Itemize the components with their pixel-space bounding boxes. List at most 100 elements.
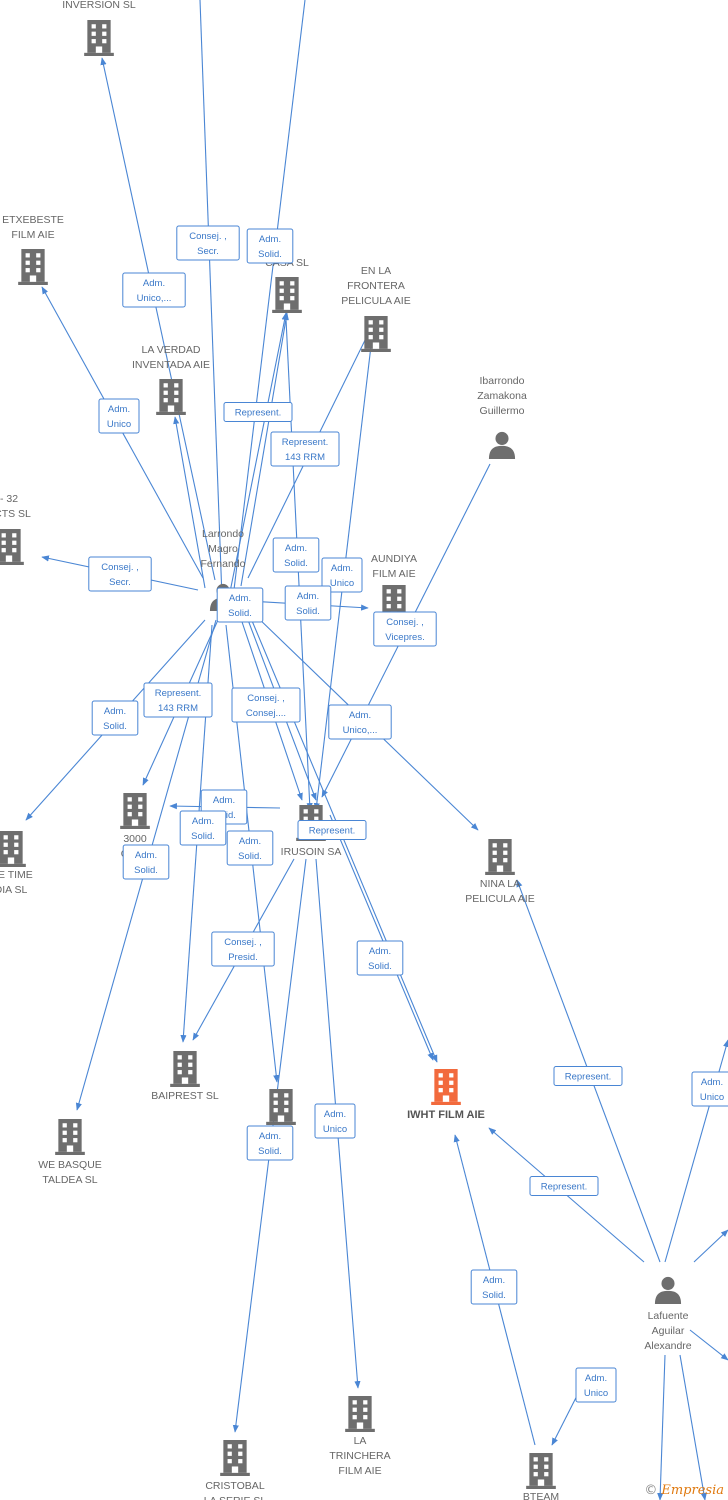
company-node[interactable]: BAIPREST SL [151,1051,219,1102]
relation-label[interactable]: Represent. [297,820,367,840]
node-label: Lafuente [648,1310,689,1322]
node-label: Guillermo [480,405,525,417]
relation-label[interactable]: Adm.Solid. [272,537,320,573]
node-label: INVERSION SL [62,0,136,11]
relation-label[interactable]: Adm.Unico [691,1071,728,1107]
relation-label-text: Solid. [482,1290,506,1301]
node-label: Aguilar [652,1325,685,1337]
relation-label[interactable]: Consej. ,Vicepres. [373,611,437,647]
node-label: ECTS SL [0,508,31,520]
building-icon [120,793,150,829]
copyright-icon: © [644,1483,658,1498]
relation-label-box [270,431,340,467]
relation-label[interactable]: Adm.Solid. [470,1269,518,1305]
relation-label-text: Consej. , [101,562,139,573]
relation-label-box [529,1176,599,1196]
company-node[interactable]: IRUSOIN SA [281,805,342,858]
relation-label[interactable]: Adm.Unico,... [328,704,392,740]
person-icon [654,1276,682,1304]
relation-label-text: Secr. [197,246,219,257]
relation-label-text: Adm. [239,836,261,847]
relation-label[interactable]: Adm.Solid. [91,700,139,736]
company-node[interactable]: INVERSION SL [62,0,136,56]
relation-label[interactable]: Adm.Solid. [246,228,294,264]
node-label: AUNDIYA [371,553,417,565]
relation-label-text: Unico [584,1388,608,1399]
building-icon [18,249,48,285]
relation-label-text: Adm. [104,706,126,717]
relation-label[interactable]: Adm.Solid. [216,587,264,623]
node-label: BAIPREST SL [151,1090,219,1102]
relation-label-box [91,700,139,736]
relation-label[interactable]: Represent. [223,402,293,422]
building-icon [55,1119,85,1155]
relation-label-text: Adm. [108,404,130,415]
relation-label[interactable]: Represent. [553,1066,623,1086]
node-label: EN LA [361,265,391,277]
relation-label[interactable]: Adm.Solid. [284,585,332,621]
relation-label[interactable]: Consej. ,Consej.... [231,687,301,723]
company-node[interactable]: AUNDIYA FILM AIE [371,553,417,621]
relation-label[interactable]: Adm.Solid. [246,1125,294,1161]
company-node[interactable]: BTEAM [523,1453,559,1500]
relation-label[interactable]: Adm.Solid. [179,810,227,846]
relation-label-box [575,1367,617,1403]
node-label: FILM AIE [372,568,415,580]
company-node[interactable]: CRISTOBALLA SERIE SL [204,1440,267,1500]
company-node[interactable]: - 32ECTS SL [0,493,31,565]
relation-label[interactable]: Adm.Unico [321,557,363,593]
building-icon [345,1396,375,1432]
company-node[interactable]: CASA SL [265,257,309,313]
relation-label-text: Represent. [309,826,355,837]
company-node[interactable]: IWHT FILM AIE [407,1069,485,1121]
relation-label[interactable]: Adm.Solid. [122,844,170,880]
company-node[interactable]: ME TIMEDIA SL [0,831,33,896]
relation-label[interactable]: Adm.Unico [98,398,140,434]
relation-label-text: Adm. [135,850,157,861]
relation-label[interactable]: Represent.143 RRM [143,682,213,718]
relation-label-box [143,682,213,718]
relation-label-box [122,272,186,308]
node-label: Zamakona [477,390,527,402]
relation-label[interactable]: Adm.Solid. [356,940,404,976]
relation-label[interactable]: Adm.Unico [575,1367,617,1403]
node-label: LA VERDAD [142,344,201,356]
relation-label-text: Solid. [368,961,392,972]
relation-label-box [328,704,392,740]
relation-label[interactable]: Adm.Unico [314,1103,356,1139]
node-label: LA [354,1435,367,1447]
node-label: CRISTOBAL [205,1480,264,1492]
relation-label-text: Unico,... [343,725,378,736]
node-label: PELICULA AIE [465,893,534,905]
relation-label-text: Represent. [541,1182,587,1193]
edges-layer [25,0,728,1500]
relation-label-text: Adm. [259,234,281,245]
relation-label-box [226,830,274,866]
relation-label[interactable]: Represent. [529,1176,599,1196]
relation-label[interactable]: Represent.143 RRM [270,431,340,467]
building-icon [526,1453,556,1489]
relation-edge [693,1229,728,1263]
relation-label-text: Adm. [701,1077,723,1088]
relation-label[interactable]: Consej. ,Presid. [211,931,275,967]
relation-label[interactable]: Consej. ,Secr. [176,225,240,261]
relation-label[interactable]: Adm.Solid. [226,830,274,866]
relation-label-text: Unico [323,1124,347,1135]
brand-watermark[interactable]: ©Empresia [644,1483,724,1498]
relation-label[interactable]: Adm.Unico,... [122,272,186,308]
relation-label-box [179,810,227,846]
node-label: BTEAM [523,1491,559,1500]
building-icon [0,529,24,565]
building-icon [361,316,391,352]
relation-label[interactable]: Consej. ,Secr. [88,556,152,592]
relation-label-text: Represent. [565,1072,611,1083]
